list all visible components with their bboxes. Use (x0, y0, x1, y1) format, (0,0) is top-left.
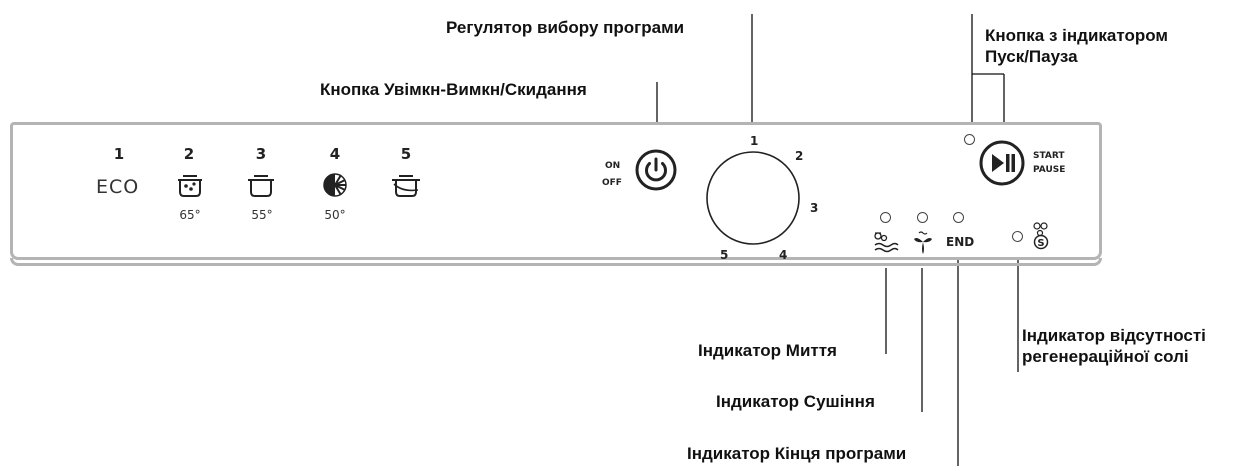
panel-lower-edge (10, 258, 1102, 266)
end-led (953, 212, 964, 223)
play-pause-icon (979, 140, 1025, 186)
callout-on-off: Кнопка Увімкн-Вимкн/Скидання (320, 80, 587, 99)
half-load-icon (323, 173, 347, 197)
program-temp-3: 55° (251, 208, 273, 222)
program-temp-2: 65° (179, 208, 201, 222)
off-label: OFF (602, 178, 622, 188)
dial-number-5: 5 (720, 248, 729, 262)
salt-led (1012, 231, 1023, 242)
program-selector-dial[interactable] (704, 149, 802, 247)
wash-led (880, 212, 891, 223)
end-label: END (946, 235, 975, 249)
start-pause-button[interactable] (978, 139, 1026, 187)
dial-number-3: 3 (810, 201, 819, 215)
program-number-4: 4 (329, 145, 341, 163)
wash-icon (874, 232, 899, 253)
dial-number-4: 4 (779, 248, 788, 262)
callout-wash-indicator: Індикатор Миття (698, 341, 837, 360)
program-number-3: 3 (255, 145, 267, 163)
on-label: ON (605, 161, 621, 171)
callout-salt-indicator: Індикатор відсутності регенераційної сол… (1022, 326, 1206, 366)
salt-icon: S (1033, 222, 1049, 250)
dial-number-2: 2 (795, 149, 804, 163)
dial-ring (706, 151, 800, 245)
dial-number-1: 1 (750, 134, 759, 148)
callout-end-indicator: Індикатор Кінця програми (687, 444, 907, 463)
svg-text:S: S (1037, 238, 1044, 249)
power-button[interactable] (634, 148, 678, 192)
callout-program-selector: Регулятор вибору програми (446, 18, 685, 37)
start-label: START (1033, 151, 1065, 161)
pot-heavy-icon (178, 175, 202, 197)
pot-normal-icon (248, 175, 274, 197)
callout-start-pause: Кнопка з індикатором Пуск/Пауза (985, 26, 1168, 66)
program-temp-4: 50° (324, 208, 346, 222)
dry-icon (914, 231, 932, 254)
program-number-5: 5 (400, 145, 412, 163)
program-number-1: 1 (113, 145, 125, 163)
start-pause-led (964, 134, 975, 145)
dry-led (917, 212, 928, 223)
eco-label: ECO (96, 176, 140, 198)
program-number-2: 2 (183, 145, 195, 163)
control-panel (10, 122, 1102, 260)
power-icon (635, 149, 677, 191)
callout-dry-indicator: Індикатор Сушіння (716, 392, 875, 411)
pause-label: PAUSE (1033, 165, 1066, 175)
rinse-pot-icon (392, 175, 420, 197)
